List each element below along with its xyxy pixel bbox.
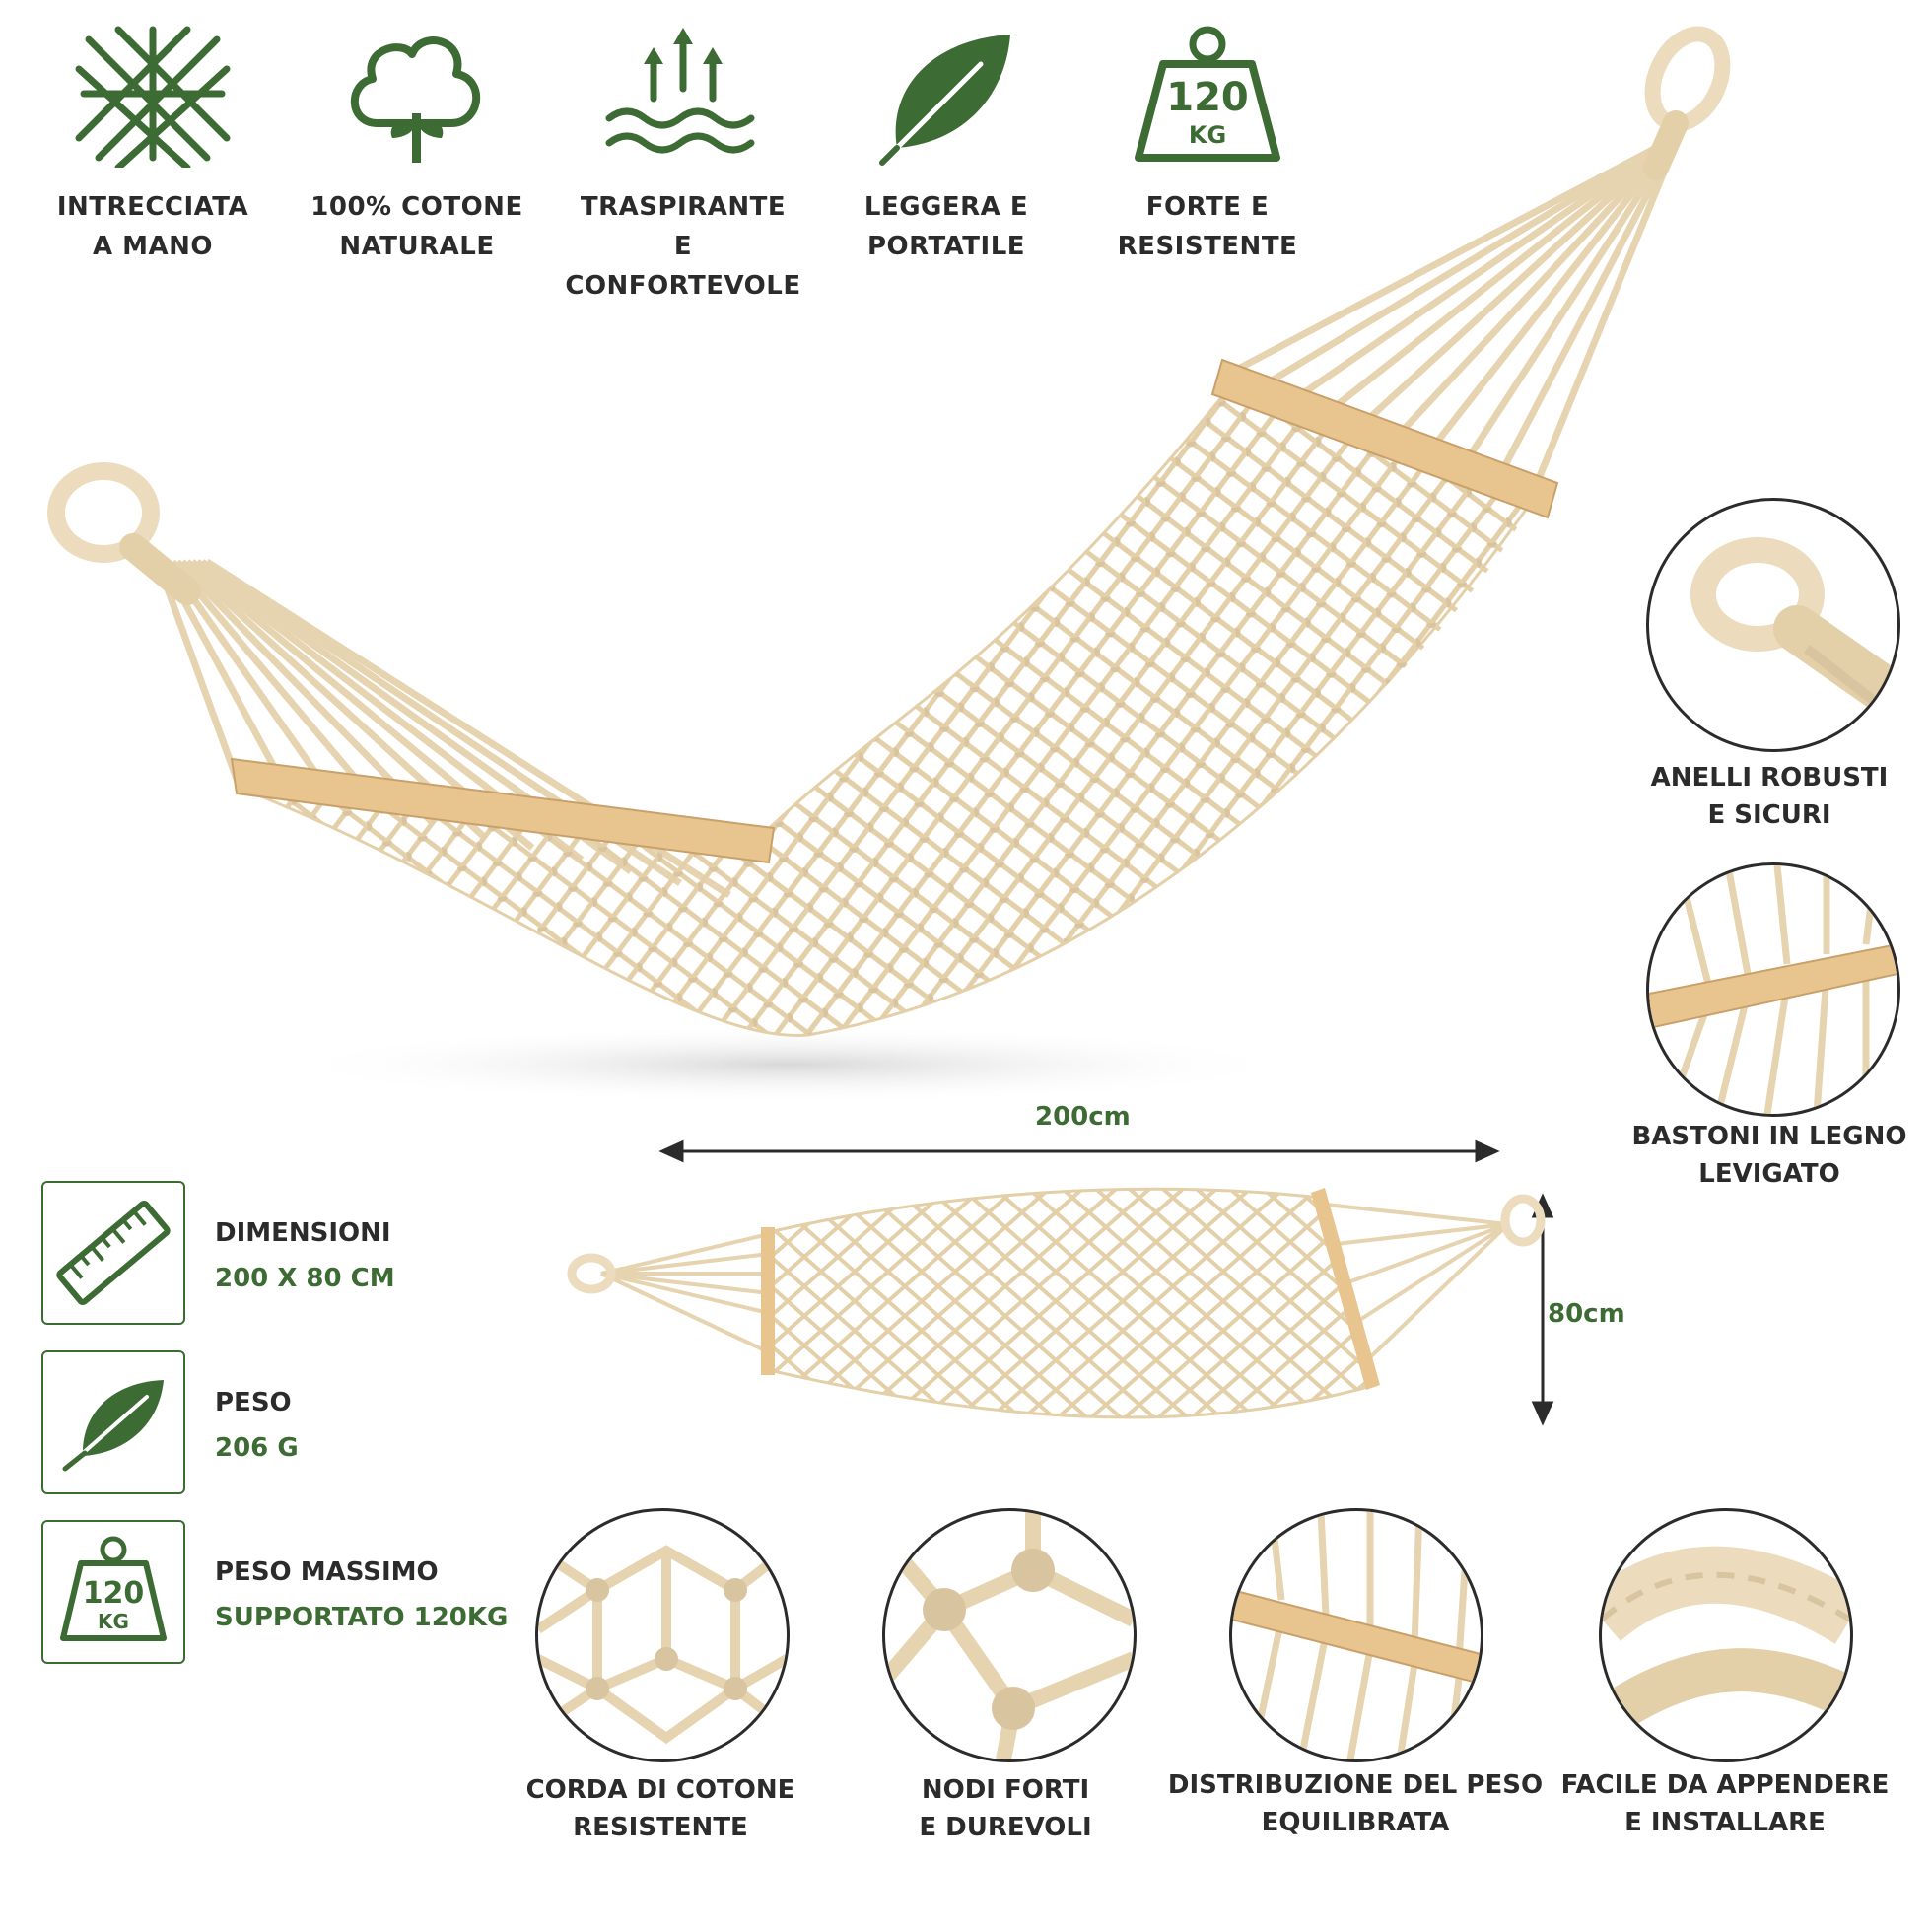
- detail-label-knots: NODI FORTI E DUREVOLI: [818, 1771, 1193, 1846]
- hanging-rope-detail-image: [1602, 1546, 1850, 1727]
- leaf-icon: [879, 34, 1010, 166]
- spec-box-dimensions: [41, 1181, 185, 1325]
- detail-circle-hang: [1599, 1508, 1853, 1762]
- feature-cotton: 100% COTONE NATURALE: [294, 20, 540, 266]
- spec-box-max-weight: 120 KG: [41, 1520, 185, 1664]
- rope-loop-detail-image: [1690, 537, 1898, 722]
- weight-number: 120: [1166, 75, 1249, 120]
- detail-label-line-2: EQUILIBRATA: [1261, 1808, 1450, 1837]
- spec-value: 206 G: [215, 1433, 299, 1463]
- feature-label-1: LEGGERA E: [863, 192, 1029, 222]
- feature-label-1: INTRECCIATA: [56, 192, 249, 222]
- cotton-rope-detail-image: [538, 1545, 787, 1745]
- spec-value: SUPPORTATO 120KG: [215, 1603, 509, 1632]
- detail-circle-knots: [882, 1508, 1137, 1762]
- length-label: 200cm: [1035, 1102, 1131, 1132]
- spec-dimensions: DIMENSIONI 200 X 80 CM: [215, 1210, 395, 1301]
- spec-title: PESO: [215, 1388, 292, 1417]
- detail-label-line-2: E INSTALLARE: [1624, 1808, 1826, 1837]
- feature-label-2: NATURALE: [339, 232, 495, 261]
- feature-strong: 120 KG FORTE E RESISTENTE: [1084, 20, 1331, 266]
- feature-light: LEGGERA E PORTATILE: [823, 20, 1070, 266]
- detail-label-line-1: FACILE DA APPENDERE: [1560, 1770, 1890, 1800]
- detail-label-line-2: E SICURI: [1707, 800, 1831, 830]
- wooden-bar-detail-image: [1649, 865, 1898, 1114]
- weight-unit: KG: [1189, 121, 1226, 149]
- balanced-weight-detail-image: [1232, 1511, 1481, 1760]
- detail-label-line-2: RESISTENTE: [573, 1813, 748, 1842]
- detail-circle-bars: [1646, 862, 1900, 1117]
- feature-label-1: FORTE E: [1145, 192, 1270, 222]
- spec-weight: PESO 206 G: [215, 1380, 299, 1471]
- width-label: 80cm: [1548, 1299, 1625, 1329]
- spec-box-weight: [41, 1350, 185, 1494]
- feature-label-2: RESISTENTE: [1117, 232, 1298, 261]
- weight-icon: 120 KG: [60, 1536, 167, 1641]
- detail-label-hang: FACILE DA APPENDERE E INSTALLARE: [1528, 1766, 1922, 1841]
- feature-label-1: TRASPIRANTE: [580, 192, 787, 222]
- breathable-waves-icon: [605, 28, 755, 154]
- detail-label-line-2: LEVIGATO: [1698, 1159, 1840, 1189]
- weight-number: 120: [83, 1576, 145, 1611]
- knots-detail-image: [885, 1511, 1134, 1760]
- detail-label-line-1: BASTONI IN LEGNO: [1631, 1122, 1907, 1151]
- detail-label-rope: CORDA DI COTONE RESISTENTE: [473, 1771, 848, 1846]
- detail-label-line-1: NODI FORTI: [921, 1775, 1090, 1805]
- ruler-icon: [56, 1201, 171, 1305]
- weight-icon: 120 KG: [1135, 26, 1280, 162]
- feature-label-2: A MANO: [92, 232, 214, 261]
- detail-circle-rings: [1646, 498, 1900, 752]
- spec-title: PESO MASSIMO: [215, 1557, 439, 1587]
- feather-icon: [62, 1380, 164, 1472]
- spec-value: 200 X 80 CM: [215, 1264, 395, 1293]
- feature-label-2: E CONFORTEVOLE: [565, 232, 801, 301]
- detail-circle-rope: [535, 1508, 790, 1762]
- detail-label-rings: ANELLI ROBUSTI E SICURI: [1577, 759, 1932, 834]
- detail-label-bars: BASTONI IN LEGNO LEVIGATO: [1577, 1118, 1932, 1193]
- spec-title: DIMENSIONI: [215, 1218, 391, 1248]
- feature-label-2: PORTATILE: [866, 232, 1026, 261]
- detail-label-line-1: ANELLI ROBUSTI: [1650, 763, 1889, 793]
- cotton-plant-icon: [350, 36, 481, 163]
- spec-max-weight: PESO MASSIMO SUPPORTATO 120KG: [215, 1550, 508, 1640]
- feature-breathable: TRASPIRANTE E CONFORTEVOLE: [560, 20, 806, 306]
- detail-circle-balance: [1229, 1508, 1484, 1762]
- weight-unit: KG: [98, 1610, 129, 1633]
- woven-net-icon: [75, 26, 231, 168]
- detail-label-balance: DISTRIBUZIONE DEL PESO EQUILIBRATA: [1158, 1766, 1552, 1841]
- feature-handwoven: INTRECCIATA A MANO: [30, 20, 276, 266]
- detail-label-line-2: E DUREVOLI: [919, 1813, 1092, 1842]
- feature-label-1: 100% COTONE: [310, 192, 523, 222]
- detail-label-line-1: DISTRIBUZIONE DEL PESO: [1167, 1770, 1544, 1800]
- detail-label-line-1: CORDA DI COTONE: [525, 1775, 795, 1805]
